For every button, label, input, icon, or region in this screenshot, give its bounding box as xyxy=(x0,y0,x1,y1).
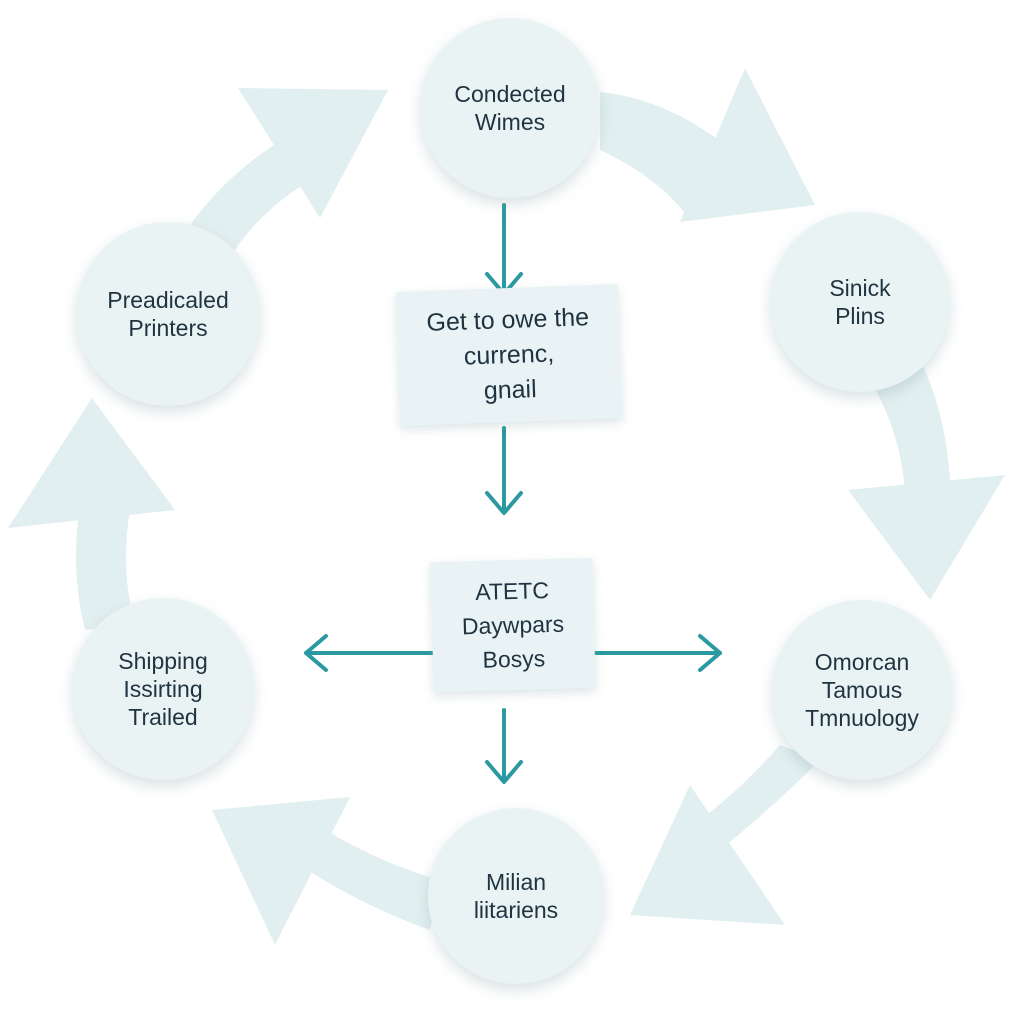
node-left-lower-line-1: Shipping xyxy=(118,648,208,674)
node-left-lower-line-3: Trailed xyxy=(128,704,198,730)
node-right-lower-line-2: Tamous xyxy=(821,677,903,703)
center-box-middle: ATETC Daywpars Bosys xyxy=(430,557,596,693)
flow-arrow-down-2 xyxy=(485,426,523,515)
node-bottom: Milian liitariens xyxy=(428,808,604,984)
cycle-arrow-right-head xyxy=(848,475,1005,600)
center-box-middle-line-3: Bosys xyxy=(482,645,546,673)
node-bottom-line-1: Milian xyxy=(485,869,547,895)
flow-arrow-down-3 xyxy=(485,708,523,784)
center-box-top-line-3: gnail xyxy=(483,374,538,405)
node-left-upper-line-2: Printers xyxy=(128,315,208,341)
node-right-upper: Sinick Plins xyxy=(770,212,950,392)
cycle-arrow-bottom-right-head xyxy=(630,785,785,925)
node-right-lower-line-3: Tmnuology xyxy=(805,705,919,731)
cycle-arrow-top-right-head xyxy=(680,68,815,222)
center-box-top-line-2: currenc, xyxy=(463,338,555,371)
cycle-arrow-left xyxy=(76,505,135,630)
cycle-arrow-bottom-left-head xyxy=(212,797,350,945)
node-left-upper-line-1: Preadicaled xyxy=(107,287,229,313)
flow-arrow-right xyxy=(594,634,722,672)
node-top: Condected Wimes xyxy=(420,18,600,198)
node-right-lower-line-1: Omorcan xyxy=(814,649,910,675)
cycle-arrow-right xyxy=(870,360,950,490)
node-right-upper-line-2: Plins xyxy=(835,303,885,329)
center-box-top-line-1: Get to owe the xyxy=(426,302,590,337)
node-left-upper: Preadicaled Printers xyxy=(76,222,260,406)
node-right-upper-line-1: Sinick xyxy=(829,275,891,301)
flow-arrow-left xyxy=(304,634,435,672)
node-right-lower: Omorcan Tamous Tmnuology xyxy=(772,600,952,780)
cycle-arrow-left-head xyxy=(8,398,175,528)
flow-arrow-down-1 xyxy=(485,203,523,296)
node-left-lower-line-2: Issirting xyxy=(123,676,203,702)
cycle-arrow-bottom-left xyxy=(300,820,440,930)
cycle-arrow-top-left-head xyxy=(238,88,388,218)
center-box-middle-line-2: Daywpars xyxy=(461,610,565,640)
node-top-line-1: Condected xyxy=(454,81,566,107)
node-left-lower: Shipping Issirting Trailed xyxy=(72,598,254,780)
node-bottom-line-2: liitariens xyxy=(473,897,559,923)
node-top-line-2: Wimes xyxy=(474,109,546,135)
center-box-middle-line-1: ATETC xyxy=(474,577,550,605)
cycle-arrow-bottom-right xyxy=(700,745,820,850)
center-box-top: Get to owe the currenc, gnail xyxy=(395,284,623,426)
